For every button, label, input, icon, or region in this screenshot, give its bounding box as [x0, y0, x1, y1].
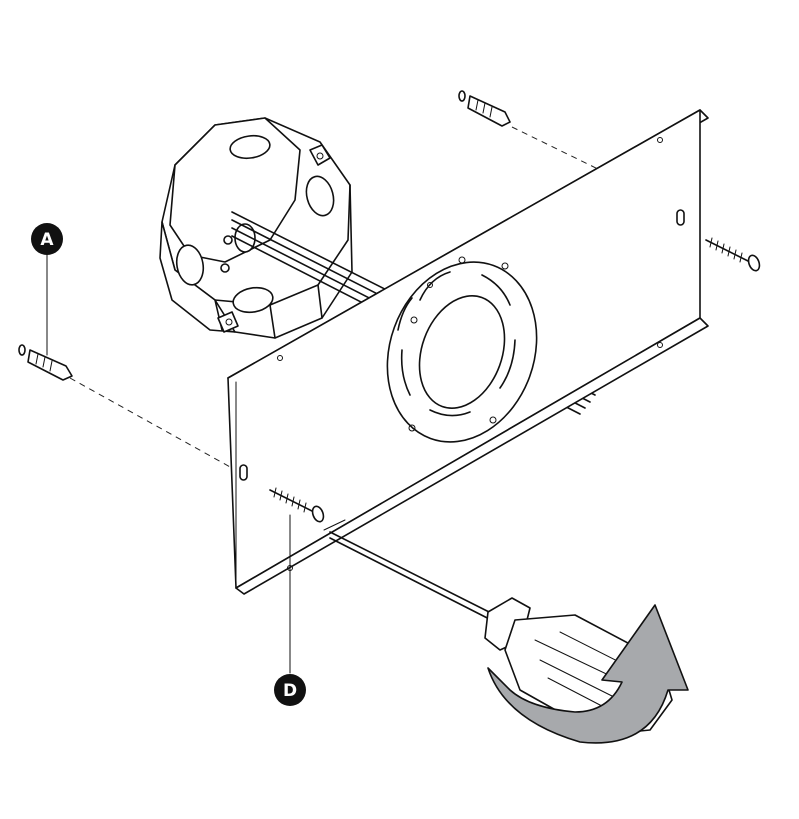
screw-right — [705, 237, 761, 272]
callout-a-label: A — [40, 230, 54, 250]
clockwise-rotation-arrow-icon — [487, 604, 689, 744]
wall-anchor-left — [18, 344, 73, 381]
callout-d-badge — [274, 674, 306, 706]
callout-a-badge — [31, 223, 63, 255]
callout-a: A — [31, 223, 63, 356]
callout-d-label: D — [283, 681, 297, 701]
mounting-screw-d — [269, 487, 325, 523]
octagon-junction-box — [159, 117, 353, 339]
alignment-lines — [69, 126, 601, 469]
callout-d: D — [274, 514, 306, 706]
crossbar-ring — [386, 256, 538, 443]
wall-anchor-top — [458, 90, 511, 127]
